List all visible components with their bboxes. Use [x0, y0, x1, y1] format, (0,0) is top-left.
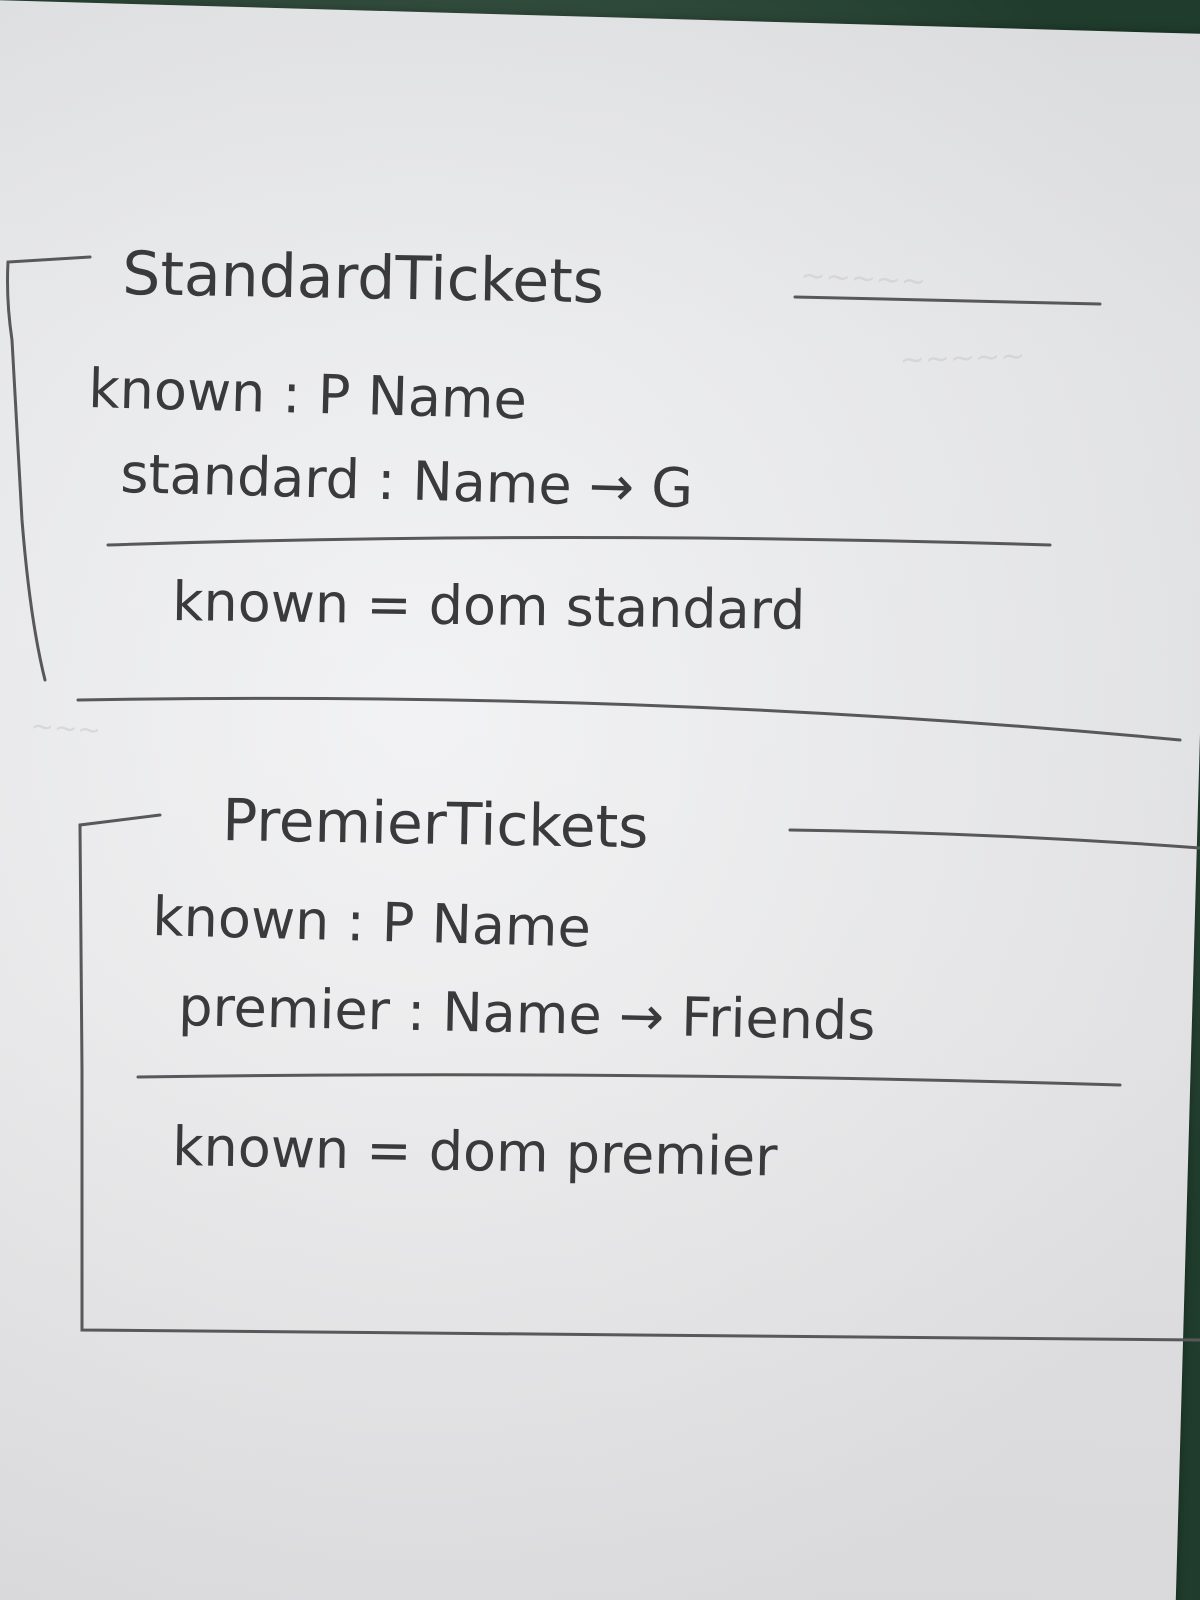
- schema-premier-tickets: PremierTickets known : P Name premier : …: [78, 786, 1200, 1342]
- svg-text:~~~: ~~~: [30, 709, 103, 747]
- schema-1-title: StandardTickets: [122, 239, 605, 317]
- schema-1-bottom-line: [76, 696, 1182, 742]
- svg-text:~~~~~: ~~~~~: [899, 339, 1026, 378]
- schema-2-declaration-2: premier : Name → Friends: [178, 975, 876, 1053]
- schema-2-predicate: known = dom premier: [172, 1115, 779, 1189]
- schema-1-predicate: known = dom standard: [172, 570, 806, 642]
- schema-2-title: PremierTickets: [222, 786, 649, 861]
- schema-2-divider: [136, 1073, 1122, 1087]
- svg-text:~~~~~: ~~~~~: [800, 258, 927, 300]
- show-through-marks: ~~~~~ ~~~~~ ~~~: [30, 258, 1026, 747]
- schema-1-bracket: [6, 255, 92, 682]
- schema-2-title-line: [788, 828, 1200, 850]
- schema-1-divider: [106, 536, 1052, 547]
- schema-standard-tickets: StandardTickets known : P Name standard …: [6, 239, 1182, 742]
- schema-1-declaration-1: known : P Name: [88, 357, 528, 431]
- schema-2-bracket: [78, 813, 1200, 1342]
- schema-2-declaration-1: known : P Name: [152, 885, 592, 959]
- schema-1-title-line: [793, 295, 1102, 306]
- schema-1-declaration-2: standard : Name → G: [120, 442, 694, 520]
